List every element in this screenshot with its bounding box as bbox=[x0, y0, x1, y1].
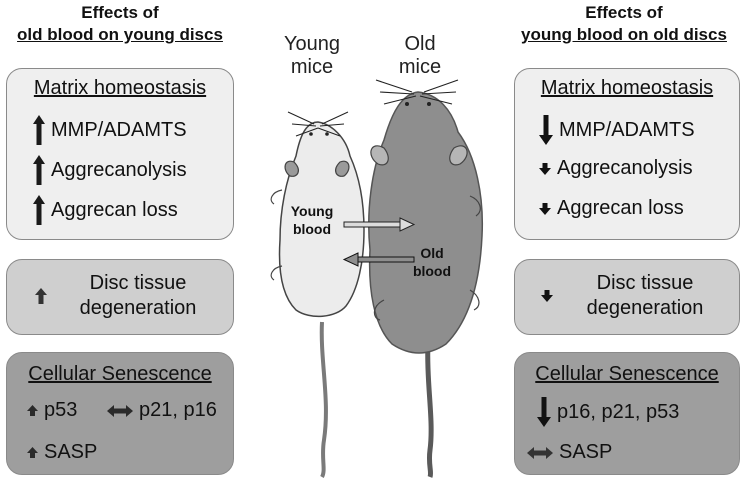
left-senescence-item: p53 bbox=[27, 399, 77, 422]
right-disc-line2: degeneration bbox=[586, 297, 704, 319]
left-senescence-title: Cellular Senescence bbox=[28, 363, 212, 385]
double-arrow-icon bbox=[107, 404, 133, 417]
arrow-up-icon bbox=[33, 195, 45, 225]
right-matrix-label: Aggrecanolysis bbox=[557, 157, 693, 179]
right-matrix-item: Aggrecan loss bbox=[539, 197, 684, 220]
old-mouse-tail-icon bbox=[425, 344, 434, 478]
left-matrix-label: MMP/ADAMTS bbox=[51, 118, 187, 141]
left-matrix-panel: Matrix homeostasis MMP/ADAMTS Aggrecanol… bbox=[6, 68, 234, 240]
left-heading-line2: old blood on young discs bbox=[17, 25, 223, 44]
left-senescence-item: SASP bbox=[27, 441, 97, 464]
right-disc-panel: Disc tissue degeneration bbox=[514, 259, 740, 335]
left-senescence-label: SASP bbox=[44, 441, 98, 463]
young-mouse-icon bbox=[270, 111, 365, 318]
right-blood-arrow-icon bbox=[343, 217, 416, 232]
left-matrix-label: Aggrecan loss bbox=[51, 198, 178, 221]
left-disc-line1: Disc tissue bbox=[89, 272, 187, 294]
arrow-down-icon bbox=[537, 397, 551, 427]
left-disc-panel: Disc tissue degeneration bbox=[6, 259, 234, 335]
right-heading-line2: young blood on old discs bbox=[521, 25, 727, 44]
young-blood-line2: blood bbox=[292, 221, 332, 237]
right-heading-line1: Effects of bbox=[585, 3, 663, 22]
arrow-up-icon bbox=[35, 288, 47, 304]
parabiosis-illustration bbox=[270, 79, 484, 478]
right-senescence-panel: Cellular Senescence p16, p21, p53 SASP bbox=[514, 352, 740, 475]
old-mice-line1: Old bbox=[404, 33, 436, 55]
arrow-down-small-icon bbox=[539, 202, 551, 215]
young-blood-label: Young blood bbox=[280, 202, 344, 238]
left-disc-line2: degeneration bbox=[79, 297, 197, 319]
right-disc-text: Disc tissue degeneration bbox=[555, 271, 735, 321]
young-mouse-tail-icon bbox=[319, 321, 328, 478]
right-senescence-item: SASP bbox=[527, 441, 612, 464]
left-senescence-label: p53 bbox=[44, 399, 78, 421]
right-matrix-label: Aggrecan loss bbox=[557, 197, 684, 219]
old-blood-label: Old blood bbox=[410, 244, 454, 280]
young-mice-line2: mice bbox=[290, 56, 334, 78]
arrow-up-small-icon bbox=[27, 405, 38, 416]
right-matrix-title: Matrix homeostasis bbox=[540, 77, 714, 99]
arrow-down-small-icon bbox=[541, 290, 553, 302]
old-blood-line2: blood bbox=[412, 263, 452, 279]
right-disc-line1: Disc tissue bbox=[596, 272, 694, 294]
right-matrix-item: Aggrecanolysis bbox=[539, 157, 693, 180]
old-mice-label: Old mice bbox=[380, 33, 460, 79]
right-heading: Effects of young blood on old discs bbox=[504, 2, 744, 46]
arrow-down-small-icon bbox=[539, 162, 551, 175]
young-mice-line1: Young bbox=[284, 33, 340, 55]
left-blood-arrow-icon bbox=[342, 252, 415, 267]
left-heading-line1: Effects of bbox=[81, 3, 159, 22]
arrow-up-icon bbox=[33, 115, 45, 145]
left-senescence-panel: Cellular Senescence p53 p21, p16 SASP bbox=[6, 352, 234, 475]
arrow-down-icon bbox=[539, 115, 553, 145]
right-matrix-panel: Matrix homeostasis MMP/ADAMTS Aggrecanol… bbox=[514, 68, 740, 240]
young-blood-line1: Young bbox=[290, 203, 334, 219]
old-mouse-icon bbox=[368, 79, 484, 354]
left-disc-text: Disc tissue degeneration bbox=[47, 271, 229, 321]
left-matrix-item: Aggrecanolysis bbox=[33, 155, 187, 185]
young-mice-label: Young mice bbox=[272, 33, 352, 79]
left-matrix-title: Matrix homeostasis bbox=[33, 77, 207, 99]
right-matrix-label: MMP/ADAMTS bbox=[559, 118, 695, 141]
left-matrix-item: MMP/ADAMTS bbox=[33, 115, 187, 145]
left-matrix-label: Aggrecanolysis bbox=[51, 158, 187, 181]
arrow-up-small-icon bbox=[27, 447, 38, 458]
right-senescence-item: p16, p21, p53 bbox=[537, 397, 679, 427]
right-matrix-item: MMP/ADAMTS bbox=[539, 115, 695, 145]
right-senescence-title: Cellular Senescence bbox=[535, 363, 719, 385]
right-senescence-label: p16, p21, p53 bbox=[557, 400, 680, 423]
left-senescence-label: p21, p16 bbox=[139, 399, 217, 421]
double-arrow-icon bbox=[527, 446, 553, 459]
left-heading: Effects of old blood on young discs bbox=[0, 2, 240, 46]
left-senescence-item: p21, p16 bbox=[107, 399, 217, 422]
arrow-up-icon bbox=[33, 155, 45, 185]
right-senescence-label: SASP bbox=[559, 441, 613, 463]
old-mice-line2: mice bbox=[398, 56, 442, 78]
left-matrix-item: Aggrecan loss bbox=[33, 195, 178, 225]
old-blood-line1: Old bbox=[420, 245, 444, 261]
